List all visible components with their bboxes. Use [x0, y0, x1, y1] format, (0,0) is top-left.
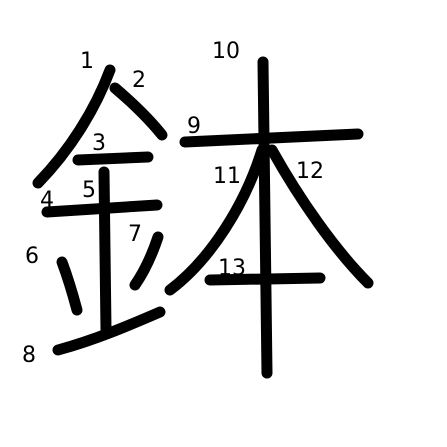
stroke-13: [204, 272, 326, 286]
stroke-number-6: 6: [25, 244, 39, 269]
stroke-number-8: 8: [22, 343, 36, 368]
stroke-7: [129, 231, 164, 291]
stroke-11: [164, 144, 268, 296]
stroke-number-3: 3: [92, 131, 106, 156]
stroke-number-13: 13: [218, 256, 246, 281]
stroke-number-1: 1: [80, 49, 94, 74]
stroke-3: [72, 151, 154, 166]
stroke-number-11: 11: [213, 164, 241, 189]
stroke-5: [98, 166, 112, 336]
stroke-number-2: 2: [132, 68, 146, 93]
stroke-10: [257, 56, 273, 379]
stroke-9: [179, 128, 364, 148]
stroke-number-10: 10: [212, 39, 240, 64]
stroke-2: [109, 82, 168, 141]
stroke-number-5: 5: [82, 178, 96, 203]
stroke-12: [266, 144, 374, 289]
stroke-6: [56, 256, 83, 316]
stroke-number-4: 4: [40, 188, 54, 213]
stroke-8: [52, 306, 166, 356]
stroke-1: [32, 64, 116, 189]
stroke-number-12: 12: [296, 159, 324, 184]
stroke-number-7: 7: [128, 222, 142, 247]
stroke-number-9: 9: [187, 114, 201, 139]
